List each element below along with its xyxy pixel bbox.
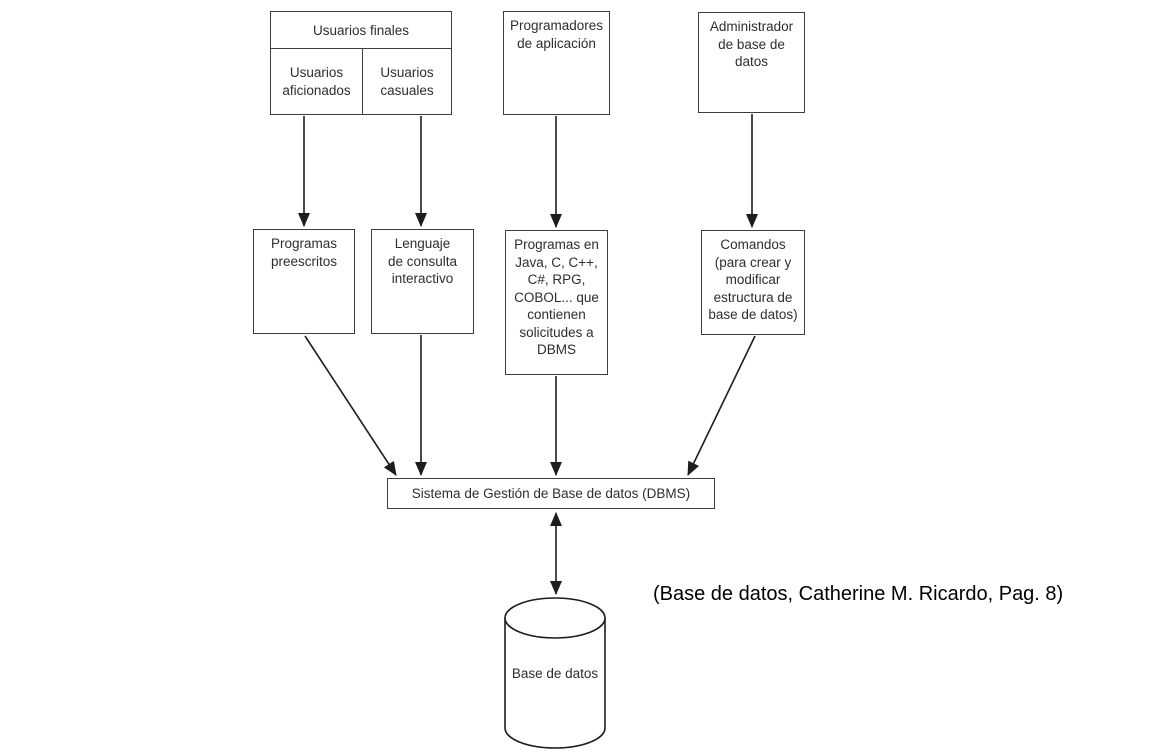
citation-text: (Base de datos, Catherine M. Ricardo, Pa…: [653, 583, 1064, 605]
node-usuarios-finales-label: Usuarios finales: [271, 12, 451, 49]
node-usuarios-finales: Usuarios finales Usuarios aficionados Us…: [270, 11, 452, 115]
node-administrador-base-datos: Administrador de base de datos: [698, 12, 805, 113]
node-usuarios-aficionados: Usuarios aficionados: [271, 49, 363, 114]
node-comandos: Comandos (para crear y modificar estruct…: [701, 230, 805, 335]
database-cylinder-top: [504, 597, 606, 639]
node-programadores-aplicacion: Programadores de aplicación: [503, 11, 610, 115]
database-cylinder-body: [504, 618, 606, 749]
node-lenguaje-consulta: Lenguaje de consulta interactivo: [371, 229, 474, 334]
node-dbms: Sistema de Gestión de Base de datos (DBM…: [387, 478, 715, 509]
node-usuarios-casuales: Usuarios casuales: [380, 65, 434, 98]
database-cylinder-label: Base de datos: [511, 666, 599, 681]
node-programas-preescritos: Programas preescritos: [253, 229, 355, 334]
node-programas-lenguajes: Programas en Java, C, C++, C#, RPG, COBO…: [505, 230, 608, 375]
arrow-preescritos-to-dbms: [304, 335, 397, 476]
usuarios-finales-cells: Usuarios aficionados Usuarios casuales: [271, 49, 451, 114]
arrow-comandos-to-dbms: [687, 335, 756, 476]
